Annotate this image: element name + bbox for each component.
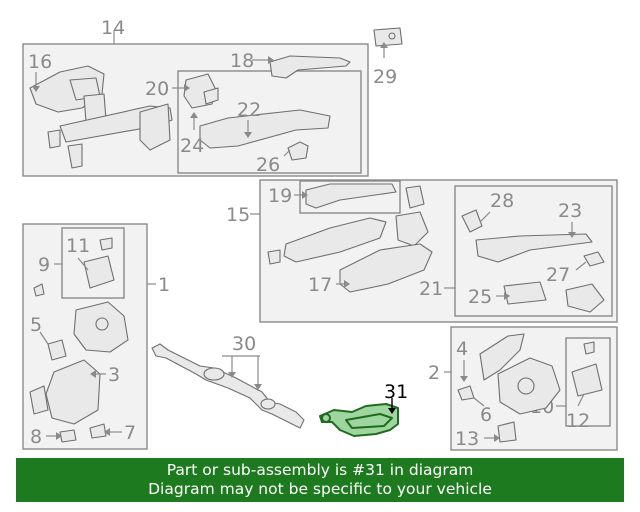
part-2-housing (497, 357, 561, 415)
part-19-rail (305, 183, 397, 209)
part-18-bracket (269, 55, 351, 79)
callout-15: 15 (226, 204, 250, 226)
callout-7: 7 (124, 422, 136, 444)
callout-5: 5 (30, 314, 42, 336)
callout-22: 22 (237, 99, 261, 121)
callout-14: 14 (101, 17, 125, 39)
part-1-panel (33, 283, 129, 353)
banner-line-1: Part or sub-assembly is #31 in diagram (166, 461, 474, 479)
callout-11: 11 (66, 235, 90, 257)
callout-23: 23 (558, 200, 582, 222)
callout-18: 18 (230, 50, 254, 72)
callout-25: 25 (468, 286, 492, 308)
callout-3: 3 (108, 364, 120, 386)
callout-20: 20 (145, 78, 169, 100)
part-22-member (199, 109, 331, 149)
banner-line-2: Diagram may not be specific to your vehi… (148, 480, 492, 498)
part-29-plate (373, 27, 403, 47)
callout-13: 13 (455, 428, 479, 450)
info-banner: Part or sub-assembly is #31 in diagram D… (16, 458, 624, 502)
part-12-bracket (571, 341, 603, 397)
part-14-rail (47, 103, 173, 169)
part-23-rail (475, 233, 593, 263)
callout-12: 12 (566, 410, 590, 432)
part-5-bracket (47, 339, 67, 361)
callout-31: 31 (384, 381, 408, 403)
callout-24: 24 (180, 135, 204, 157)
part-3-housing (29, 359, 101, 425)
part-13-bracket (497, 421, 517, 443)
part-26-bracket (287, 141, 309, 161)
callout-28: 28 (490, 190, 514, 212)
part-4-panel (479, 333, 525, 381)
part-30-assembly (151, 343, 305, 429)
part-27-clip (583, 251, 605, 267)
callout-4: 4 (456, 338, 468, 360)
part-15-frame (267, 185, 429, 265)
callout-1: 1 (158, 274, 170, 296)
part-7-clip (89, 423, 107, 439)
part-16-frame (29, 65, 107, 123)
callout-17: 17 (308, 274, 332, 296)
part-20-bracket (183, 73, 219, 109)
callout-8: 8 (30, 426, 42, 448)
callout-21: 21 (419, 278, 443, 300)
callout-30: 30 (232, 333, 256, 355)
part-17-member (339, 243, 433, 293)
callout-27: 27 (546, 264, 570, 286)
part-25-bracket (503, 281, 605, 313)
part-11-bracket (83, 237, 115, 289)
callout-2: 2 (428, 362, 440, 384)
callout-6: 6 (480, 404, 492, 426)
part-8-clip (59, 429, 77, 443)
callout-9: 9 (38, 254, 50, 276)
callout-29: 29 (373, 66, 397, 88)
part-31-highlighted (319, 403, 399, 437)
callout-26: 26 (256, 154, 280, 176)
callout-19: 19 (268, 185, 292, 207)
part-28-bracket (461, 209, 483, 233)
callout-16: 16 (28, 51, 52, 73)
